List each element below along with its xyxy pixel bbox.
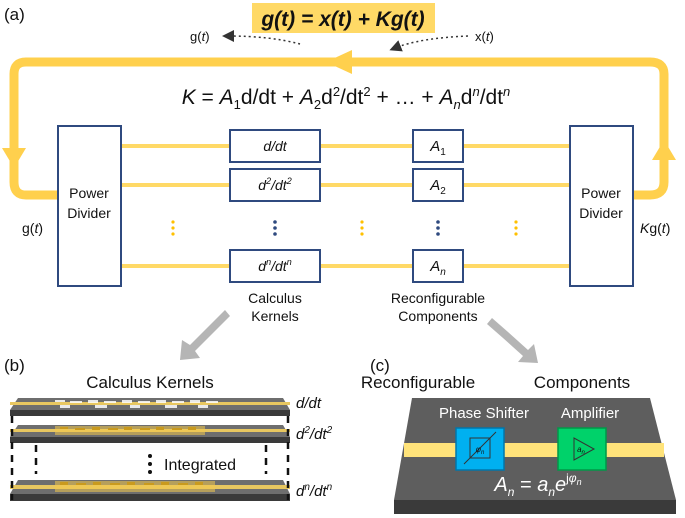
chip-edge: [394, 500, 676, 514]
loop-arrow-down: [2, 148, 26, 168]
panel-c-title-left: Reconfigurable: [361, 373, 475, 392]
right-divider-line1: Power: [581, 185, 621, 201]
layer-1: [10, 398, 290, 416]
amp-box-1: [412, 129, 464, 163]
layer-2: [10, 425, 290, 443]
kernel-box-2: [229, 168, 321, 202]
layer-label-2: d2/dt2: [296, 425, 333, 443]
panel-c-label: (c): [370, 356, 390, 375]
ellipsis-markers: [171, 220, 518, 236]
kernels-caption-line1: Calculus: [248, 290, 302, 306]
stack-guides: [10, 416, 290, 500]
loop-arrow-left: [326, 50, 352, 74]
layer-label-1: d/dt: [296, 395, 322, 412]
output-dotted-arrow: [222, 30, 301, 45]
right-divider-line2: Divider: [579, 205, 623, 221]
layer-label-n: dn/dtn: [296, 482, 333, 500]
left-signal-label: g(t): [22, 220, 43, 236]
arrow-to-panel-b: [180, 310, 230, 360]
phase-shifter-label: Phase Shifter: [439, 405, 529, 422]
equation-highlight: [252, 3, 435, 33]
signal-lines: [121, 144, 570, 268]
input-label: x(t): [475, 29, 494, 44]
panel-a-label: (a): [4, 5, 25, 24]
components-caption-line2: Components: [398, 308, 477, 324]
left-divider-line1: Power: [69, 185, 109, 201]
phase-icon-text: φn: [476, 445, 485, 456]
panel-c-title-right: Components: [534, 373, 630, 392]
kernels-caption-line2: Kernels: [251, 308, 298, 324]
k-equation: K = A1d/dt + A2d2/dt2 + … + Andn/dtn: [182, 84, 511, 112]
panel-b-label: (b): [4, 356, 25, 375]
input-dotted-arrow: [389, 35, 469, 52]
loop-arrow-up: [652, 140, 676, 160]
amp-box-n: [412, 249, 464, 283]
right-signal-label: Kg(t): [640, 220, 670, 236]
waveguide: [404, 443, 664, 457]
output-label: g(t): [190, 29, 210, 44]
amplifier-label: Amplifier: [561, 405, 619, 422]
integrated-label: Integrated: [164, 457, 236, 474]
kernel-box-1: [229, 129, 321, 163]
left-divider-line2: Divider: [67, 205, 111, 221]
amplifier-block: an: [557, 427, 607, 471]
right-power-divider: [569, 125, 634, 287]
kernel-label-1: d/dt: [263, 138, 287, 154]
kernel-box-n: [229, 249, 321, 283]
top-equation: g(t) = x(t) + Kg(t): [260, 8, 424, 31]
components-caption-line1: Reconfigurable: [391, 290, 485, 306]
panel-b-title: Calculus Kernels: [86, 373, 214, 392]
stack-ellipsis: [148, 454, 152, 474]
phase-shifter-block: φn: [455, 427, 505, 471]
layer-n: [10, 480, 290, 501]
arrow-to-panel-c: [487, 318, 538, 363]
amp-box-2: [412, 168, 464, 202]
left-power-divider: [57, 125, 122, 287]
amp-icon-text: an: [577, 445, 585, 456]
